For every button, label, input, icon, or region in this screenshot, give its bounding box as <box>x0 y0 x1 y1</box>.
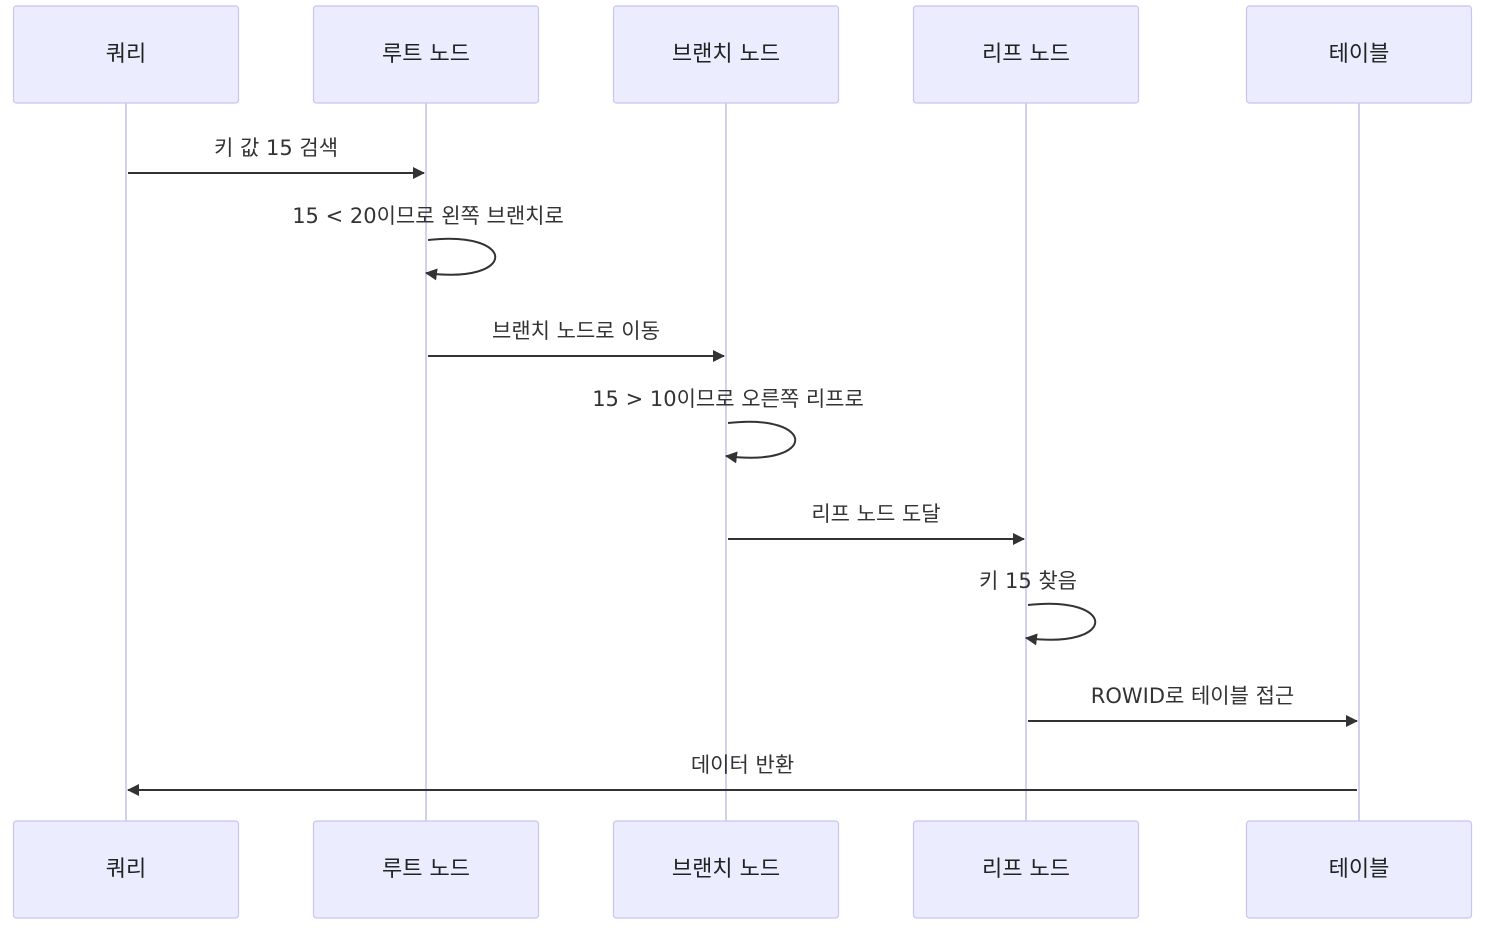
actor-box <box>312 820 540 919</box>
actor-root-bottom: 루트 노드 <box>312 820 540 919</box>
self-loop-arrow <box>425 237 497 281</box>
actors-bottom: 쿼리 루트 노드 브랜치 노드 리프 노드 테이블 <box>12 820 1473 919</box>
actor-box <box>1245 820 1473 919</box>
message-label: 리프 노드 도달 <box>811 502 940 526</box>
actor-label: 리프 노드 <box>982 42 1070 67</box>
actor-branch-bottom: 브랜치 노드 <box>612 820 840 919</box>
message-label: 키 15 찾음 <box>979 569 1077 593</box>
actor-leaf-top: 리프 노드 <box>912 5 1140 104</box>
message-3: 브랜치 노드로 이동 <box>428 319 725 362</box>
actor-query-top: 쿼리 <box>12 5 240 104</box>
message-1: 키 값 15 검색 <box>128 136 425 179</box>
message-label: ROWID로 테이블 접근 <box>1091 684 1295 708</box>
actors-top: 쿼리 루트 노드 브랜치 노드 리프 노드 테이블 <box>12 5 1473 104</box>
actor-leaf-bottom: 리프 노드 <box>912 820 1140 919</box>
actor-label: 테이블 <box>1329 42 1390 67</box>
actor-table-top: 테이블 <box>1245 5 1473 104</box>
actor-root-top: 루트 노드 <box>312 5 540 104</box>
self-loop-arrow <box>1025 602 1097 646</box>
message-4: 15 > 10이므로 오른쪽 리프로 <box>592 387 864 464</box>
message-7: ROWID로 테이블 접근 <box>1028 684 1358 727</box>
actor-box <box>12 5 240 104</box>
actor-box <box>912 820 1140 919</box>
message-label: 15 > 10이므로 오른쪽 리프로 <box>592 387 864 411</box>
actor-label: 쿼리 <box>106 42 146 67</box>
actor-label: 테이블 <box>1329 857 1390 882</box>
message-label: 키 값 15 검색 <box>214 136 338 160</box>
actor-box <box>612 820 840 919</box>
actor-label: 루트 노드 <box>382 857 470 882</box>
self-loop-arrow <box>725 420 797 464</box>
message-8: 데이터 반환 <box>127 753 1357 796</box>
actor-label: 브랜치 노드 <box>672 857 780 882</box>
message-label: 브랜치 노드로 이동 <box>492 319 660 343</box>
actor-label: 리프 노드 <box>982 857 1070 882</box>
actor-box <box>12 820 240 919</box>
actor-box <box>612 5 840 104</box>
actor-table-bottom: 테이블 <box>1245 820 1473 919</box>
message-2: 15 < 20이므로 왼쪽 브랜치로 <box>292 204 564 281</box>
actor-label: 루트 노드 <box>382 42 470 67</box>
actor-label: 브랜치 노드 <box>672 42 780 67</box>
actor-query-bottom: 쿼리 <box>12 820 240 919</box>
message-5: 리프 노드 도달 <box>728 502 1025 545</box>
actor-box <box>912 5 1140 104</box>
message-label: 데이터 반환 <box>691 753 794 777</box>
actor-box <box>1245 5 1473 104</box>
actor-box <box>312 5 540 104</box>
message-6: 키 15 찾음 <box>979 569 1097 646</box>
actor-label: 쿼리 <box>106 857 146 882</box>
actor-branch-top: 브랜치 노드 <box>612 5 840 104</box>
message-label: 15 < 20이므로 왼쪽 브랜치로 <box>292 204 564 228</box>
